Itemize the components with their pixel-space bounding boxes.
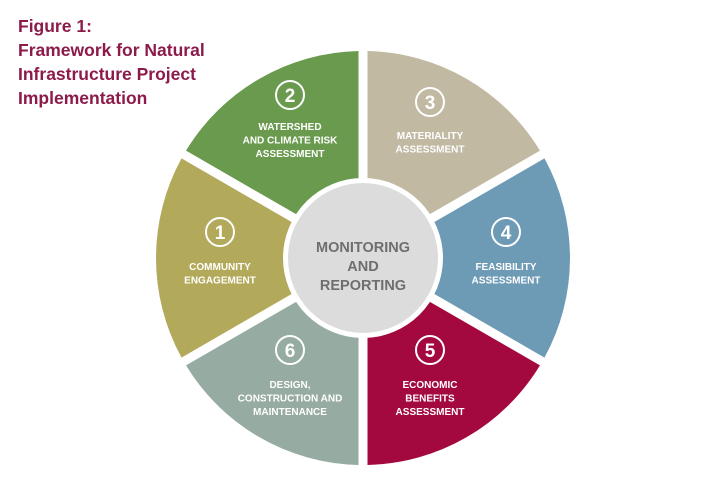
- segment-4-number: 4: [501, 223, 512, 244]
- center-label: MONITORING AND REPORTING: [316, 240, 410, 294]
- numbered-circle-icon: [205, 217, 235, 247]
- segment-5-label-line-1: ECONOMIC: [403, 380, 458, 391]
- figure-title-line-2: Infrastructure Project: [18, 64, 196, 84]
- numbered-circle-icon: [415, 87, 445, 117]
- segment-4-shape: [425, 158, 570, 358]
- numbered-circle-icon: [275, 80, 305, 110]
- figure-title: Figure 1: Framework for Natural Infrastr…: [18, 14, 278, 110]
- segment-5-label-line-3: ASSESSMENT: [396, 407, 465, 418]
- segment-6-number: 6: [285, 341, 296, 362]
- segment-6-label-line-3: MAINTENANCE: [253, 407, 327, 418]
- segment-1-shape: [156, 158, 301, 358]
- figure-label: Figure 1:: [18, 16, 92, 36]
- segment-2-label-line-3: ASSESSMENT: [256, 149, 325, 160]
- segment-4-label-line-2: ASSESSMENT: [472, 276, 541, 287]
- figure-title-line-1: Framework for Natural: [18, 40, 205, 60]
- center-label-line-3: REPORTING: [320, 278, 406, 294]
- segment-3-number: 3: [425, 93, 436, 114]
- segment-2-label-line-2: AND CLIMATE RISK: [243, 136, 339, 147]
- segment-2-shape: [186, 51, 359, 220]
- numbered-circle-icon: [491, 217, 521, 247]
- segment-3-shape: [367, 51, 540, 220]
- segment-6-label-line-2: CONSTRUCTION AND: [238, 394, 343, 405]
- segment-3-label-line-2: ASSESSMENT: [396, 145, 465, 156]
- segment-6-label-line-1: DESIGN,: [269, 380, 310, 391]
- center-label-line-2: AND: [347, 259, 378, 275]
- segment-1-label-line-2: ENGAGEMENT: [184, 276, 256, 287]
- segment-2-label-line-1: WATERSHED: [258, 122, 321, 133]
- segment-5-label-line-2: BENEFITS: [405, 394, 455, 405]
- center-label-line-1: MONITORING: [316, 240, 410, 256]
- segment-2-number: 2: [285, 86, 296, 107]
- segment-4-label-line-1: FEASIBILITY: [475, 262, 536, 273]
- numbered-circle-icon: [415, 335, 445, 365]
- segment-1-number: 1: [215, 223, 226, 244]
- numbered-circle-icon: [275, 335, 305, 365]
- segment-1-label-line-1: COMMUNITY: [189, 262, 251, 273]
- segment-5-number: 5: [425, 341, 436, 362]
- center-circle: [288, 183, 438, 333]
- figure-title-line-3: Implementation: [18, 88, 148, 108]
- segment-3-label-line-1: MATERIALITY: [397, 131, 464, 142]
- segment-5-shape: [367, 296, 540, 465]
- segment-6-shape: [186, 296, 359, 465]
